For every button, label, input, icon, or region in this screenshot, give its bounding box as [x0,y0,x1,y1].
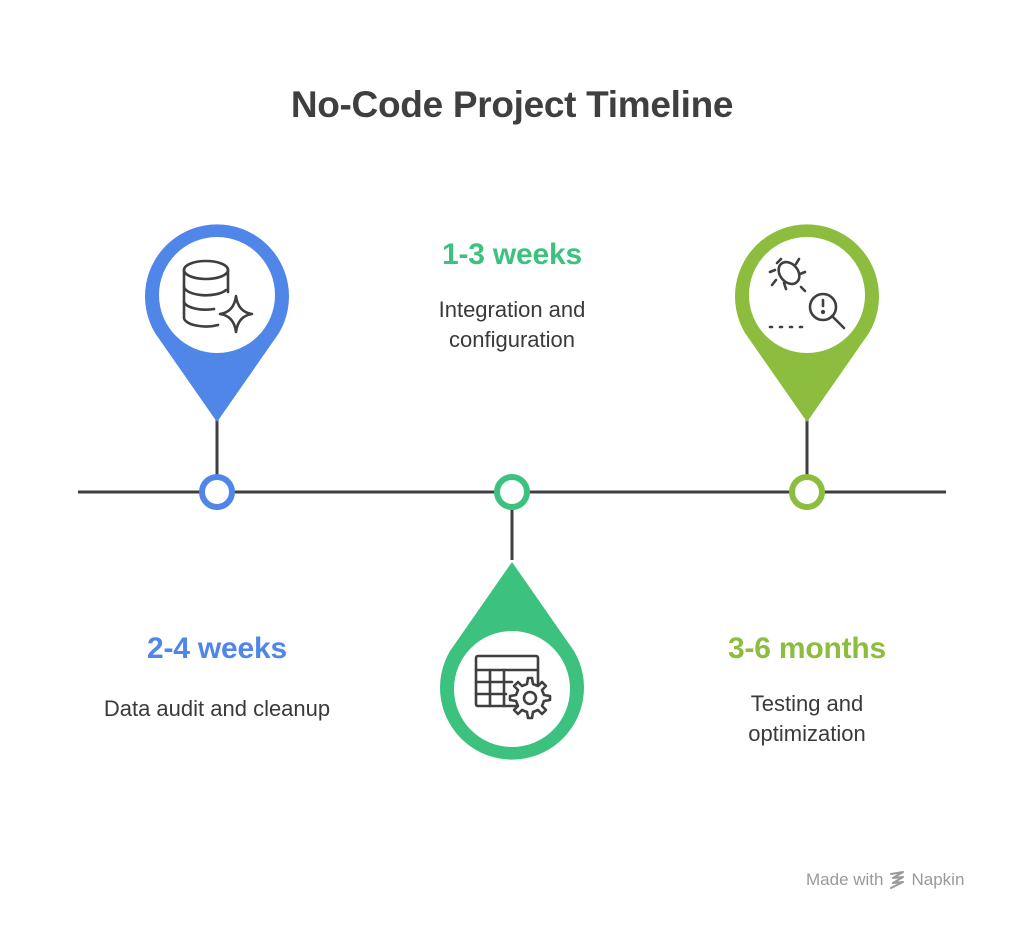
diagram-title: No-Code Project Timeline [290,84,734,125]
bug-magnifier-icon [768,257,846,330]
phase-3-description-line-2: optimization [748,721,866,746]
napkin-logo-icon [890,871,905,889]
marker-phase-2 [494,474,530,510]
phase-1-description: Data audit and cleanup [103,696,331,721]
napkin-brand-label: Napkin [911,870,965,889]
marker-phase-3 [789,474,825,510]
phase-1-duration: 2-4 weeks [147,632,287,665]
phase-2-duration: 1-3 weeks [442,238,582,271]
phase-2-description-line-2: configuration [449,327,575,352]
database-sparkle-icon [182,259,254,334]
pin-phase-3 [735,224,879,422]
made-with-label: Made with [806,870,884,889]
marker-phase-1 [199,474,235,510]
table-gear-icon [474,654,552,720]
pin-phase-1 [144,224,289,422]
phase-3-duration: 3-6 months [727,632,887,665]
footer-attribution: Made with Napkin [806,870,964,890]
pin-phase-2 [440,562,584,760]
phase-2-description-line-1: Integration and [438,297,586,322]
phase-3-description-line-1: Testing and [750,691,864,716]
